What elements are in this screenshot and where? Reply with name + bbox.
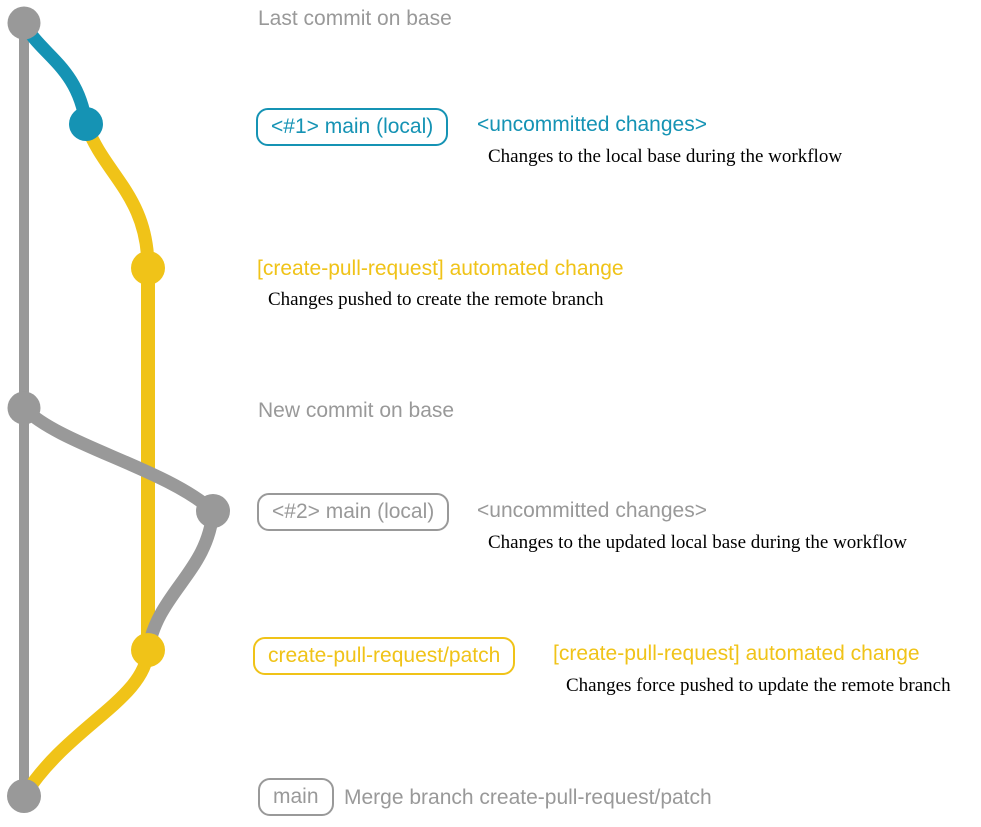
merge-branch-line	[17, 643, 155, 803]
commit-node-local-main-1	[69, 107, 103, 141]
commit-message-uncommitted-1: <uncommitted changes>	[477, 113, 707, 136]
commit-node-local-main-2	[196, 494, 230, 528]
commit-message-automated-2: [create-pull-request] automated change	[553, 642, 920, 665]
commit-node-merge	[7, 779, 41, 813]
branch-badge-main-local-2: <#2> main (local)	[257, 493, 450, 531]
updated-local-main-line-in	[141, 504, 220, 657]
commit-description-4: Changes force pushed to update the remot…	[566, 675, 951, 696]
commit-node-automated-change-1	[131, 251, 165, 285]
commit-node-new-base	[7, 391, 41, 425]
commit-message-uncommitted-2: <uncommitted changes>	[477, 499, 707, 522]
commit-message-merge: Merge branch create-pull-request/patch	[344, 786, 712, 809]
local-main-branch-line	[17, 16, 93, 131]
commit-node-last-base	[7, 6, 41, 40]
commit-description-3: Changes to the updated local base during…	[488, 532, 907, 553]
commit-description-1: Changes to the local base during the wor…	[488, 146, 843, 167]
branch-badge-patch: create-pull-request/patch	[253, 637, 516, 675]
branch-badge-main-local-1: <#1> main (local)	[256, 108, 449, 146]
note-last-commit-on-base: Last commit on base	[258, 7, 452, 30]
branch-badge-main: main	[258, 778, 334, 816]
commit-node-automated-change-2	[131, 633, 165, 667]
note-new-commit-on-base: New commit on base	[258, 399, 455, 422]
commit-description-2: Changes pushed to create the remote bran…	[268, 289, 604, 310]
patch-branch-line-upper	[79, 117, 155, 275]
updated-local-main-line-out	[17, 401, 220, 518]
commit-message-automated-1: [create-pull-request] automated change	[257, 257, 624, 280]
